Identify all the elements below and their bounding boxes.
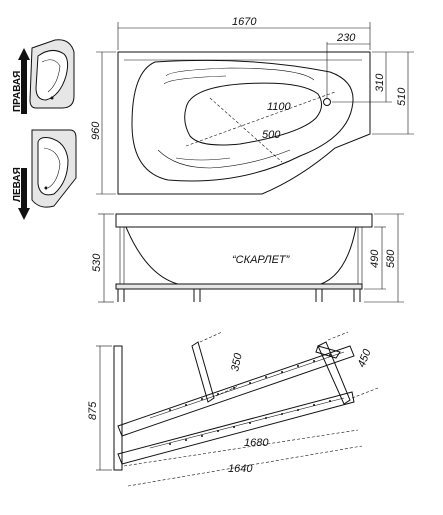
orientation-arrow-up bbox=[18, 48, 30, 114]
dim-530-text: 530 bbox=[91, 253, 103, 272]
model-name: “СКАРЛЕТ” bbox=[232, 254, 291, 266]
dim-960-text: 960 bbox=[90, 121, 102, 140]
dim-960: 960 bbox=[90, 51, 116, 195]
dim-350: 350 bbox=[199, 331, 245, 397]
right-version-label: ПРАВАЯ bbox=[12, 71, 23, 112]
dim-1680-text: 1680 bbox=[244, 437, 269, 449]
drain-hole bbox=[323, 98, 331, 106]
left-version-label: ЛЕВАЯ bbox=[12, 167, 23, 202]
bath-top-view bbox=[117, 51, 371, 195]
right-version-thumbnail bbox=[29, 39, 75, 109]
dim-1100-text: 1100 bbox=[267, 101, 292, 113]
dim-500-text: 500 bbox=[262, 129, 281, 141]
dim-510-text: 510 bbox=[396, 87, 408, 106]
left-version-thumbnail bbox=[31, 129, 77, 208]
dim-310-text: 310 bbox=[374, 73, 386, 92]
bath-side-view: “СКАРЛЕТ” bbox=[115, 213, 373, 302]
support-frame bbox=[113, 341, 355, 471]
dim-875: 875 bbox=[87, 345, 112, 471]
dim-230-text: 230 bbox=[336, 32, 356, 44]
dim-450-text: 450 bbox=[356, 347, 374, 369]
dim-530: 530 bbox=[91, 213, 114, 303]
dim-1640: 1640 bbox=[127, 445, 363, 487]
dim-490: 490 bbox=[364, 226, 386, 290]
dim-1680: 1680 bbox=[123, 429, 359, 467]
dim-310: 310 bbox=[332, 51, 392, 103]
dim-350-text: 350 bbox=[229, 351, 245, 372]
orientation-arrow-down bbox=[18, 168, 30, 220]
dim-1670-text: 1670 bbox=[232, 16, 257, 28]
dim-length-1670: 1670 bbox=[117, 16, 371, 50]
dim-490-text: 490 bbox=[369, 249, 381, 268]
dim-580-text: 580 bbox=[385, 249, 397, 268]
dim-510: 510 bbox=[372, 51, 414, 135]
dim-875-text: 875 bbox=[87, 401, 99, 420]
dim-230: 230 bbox=[326, 32, 370, 98]
dim-1640-text: 1640 bbox=[228, 463, 253, 475]
dim-580: 580 bbox=[364, 213, 404, 303]
